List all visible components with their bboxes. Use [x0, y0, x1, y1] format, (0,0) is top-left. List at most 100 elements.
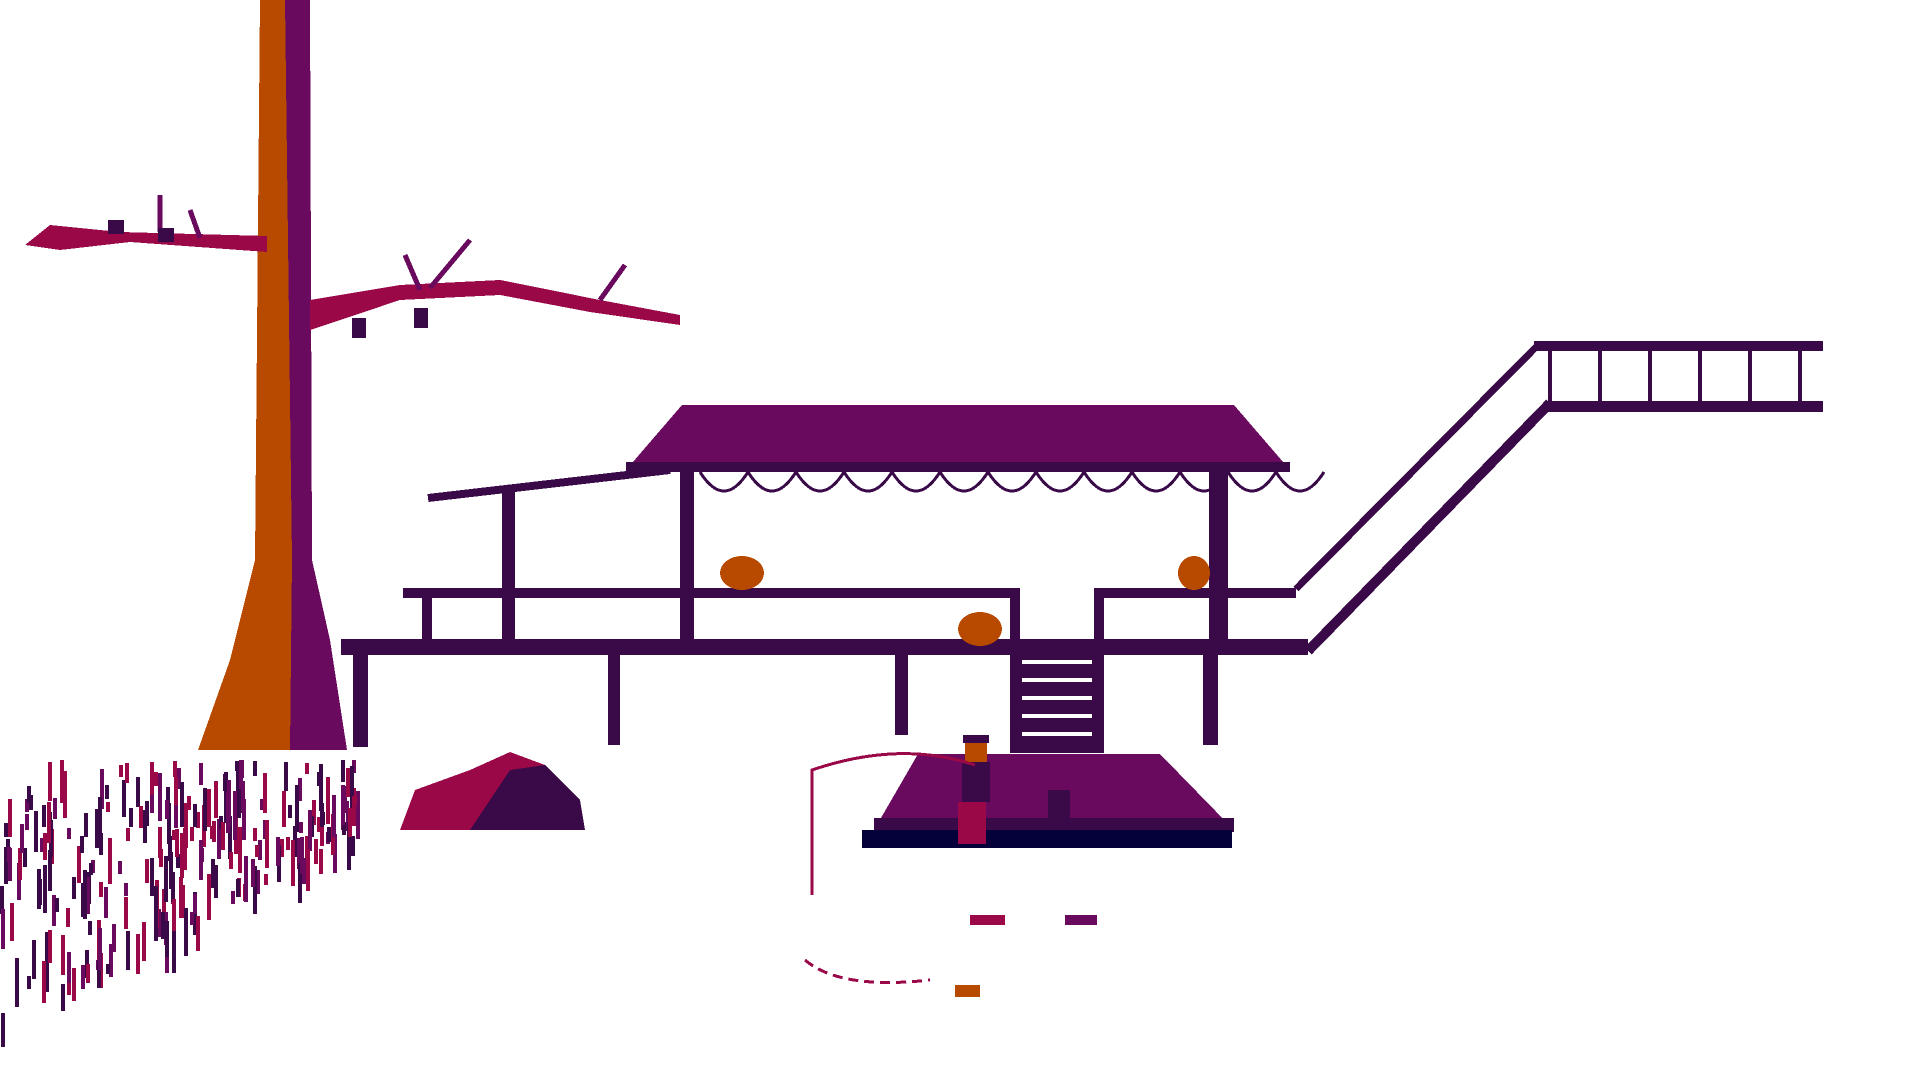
grass-blade — [4, 847, 8, 884]
grass-blade — [165, 921, 169, 957]
grass-blade — [98, 797, 102, 840]
grass-blade — [43, 833, 47, 860]
grass-blade — [190, 912, 194, 925]
grass-blade — [345, 801, 349, 812]
grass-blade — [169, 852, 173, 889]
grass-blade — [299, 822, 303, 833]
grass-blade — [126, 931, 130, 970]
grass-blade — [229, 852, 233, 869]
grass-blade — [221, 822, 225, 850]
stair-step — [1022, 660, 1092, 664]
grass-blade — [276, 837, 280, 866]
grass-blade — [100, 769, 104, 809]
grass-blade — [298, 778, 302, 801]
grass-blade — [154, 772, 158, 786]
grass-blade — [211, 859, 215, 888]
grass-blade — [207, 789, 211, 827]
grass-blade — [109, 944, 113, 977]
grass-blade — [174, 802, 178, 828]
grass-blade — [126, 828, 130, 841]
crow-icon — [108, 220, 124, 234]
grass-blade — [237, 781, 241, 818]
bridge-baluster — [1698, 351, 1702, 403]
pavilion — [341, 341, 1823, 753]
grass-blade — [77, 846, 81, 883]
grass-blade — [199, 763, 203, 785]
grass-blade — [89, 863, 93, 875]
grass-blade — [8, 799, 12, 837]
grass-blade — [302, 858, 306, 884]
grass-blade — [32, 940, 36, 979]
grass-blade — [258, 840, 262, 860]
grass-blade — [168, 836, 172, 861]
fisherman-character[interactable] — [958, 735, 990, 844]
grass-blade — [226, 793, 230, 833]
stair-steps — [1022, 660, 1092, 736]
bridge-baluster — [1748, 351, 1752, 403]
grass-blade — [184, 803, 188, 848]
grass-blade — [1, 1013, 5, 1047]
grass-blade — [136, 777, 140, 807]
grass-blade — [300, 837, 304, 874]
grass-blade — [34, 811, 38, 852]
string-lights-garland — [698, 469, 1326, 493]
grass-blade — [106, 964, 110, 974]
grass-blade — [282, 791, 286, 827]
grass-blade — [8, 848, 12, 881]
grass-blade — [25, 799, 29, 812]
stair-rail-upper — [1293, 342, 1541, 592]
grass-blade — [112, 924, 116, 952]
grass-blade — [255, 845, 259, 857]
grass-blade — [145, 859, 149, 883]
grass-blade — [167, 803, 171, 844]
grass-blade — [317, 772, 321, 786]
grass-blade — [63, 771, 67, 818]
grass-blade — [295, 785, 299, 832]
grass-blade — [233, 791, 237, 840]
grass-blade — [154, 886, 158, 926]
grass-blade — [159, 857, 163, 867]
deck-leg — [353, 655, 368, 747]
grass-blade — [124, 897, 128, 929]
grass-blade — [236, 879, 240, 897]
tree-branch-left — [25, 225, 267, 252]
jack-o-lantern-icon — [958, 612, 1002, 646]
grass-blade — [253, 866, 257, 914]
grass-blade — [83, 870, 87, 919]
grass-blade — [244, 856, 248, 902]
fisherman-head — [965, 740, 987, 762]
grass-blade — [181, 885, 185, 918]
grass-blade — [320, 803, 324, 827]
grass-blade — [42, 805, 46, 827]
grass-blade — [320, 822, 324, 846]
grass-blade — [66, 908, 70, 927]
grass-blade — [306, 849, 310, 891]
grass-blade — [327, 827, 331, 842]
grass-blade — [161, 912, 165, 939]
grass-blade — [193, 804, 197, 827]
grass-blade — [104, 887, 108, 918]
bridge-baluster — [1598, 351, 1602, 403]
tree-twigs — [157, 195, 628, 302]
grass-blade — [352, 788, 356, 826]
pavilion-roof-edge — [626, 462, 1290, 472]
grass-blade — [81, 965, 85, 989]
grass-blade — [119, 765, 123, 777]
grass-blade — [171, 872, 175, 902]
grass-blade — [10, 903, 14, 941]
grass-blade — [326, 777, 330, 824]
grass-blade — [284, 762, 288, 790]
grass-blade — [124, 883, 128, 896]
grass-blade — [180, 782, 184, 827]
grass-blade — [176, 854, 180, 868]
railing-post — [1010, 588, 1020, 648]
grass-blade — [265, 820, 269, 868]
grass-blade — [17, 863, 21, 900]
grass-blade — [53, 798, 57, 819]
jack-o-lantern-icon — [720, 556, 764, 590]
grass-blade — [139, 806, 143, 828]
tree — [25, 0, 680, 750]
grass-blade — [214, 781, 218, 818]
grass-blade — [238, 827, 242, 873]
grass-blade — [348, 830, 352, 849]
